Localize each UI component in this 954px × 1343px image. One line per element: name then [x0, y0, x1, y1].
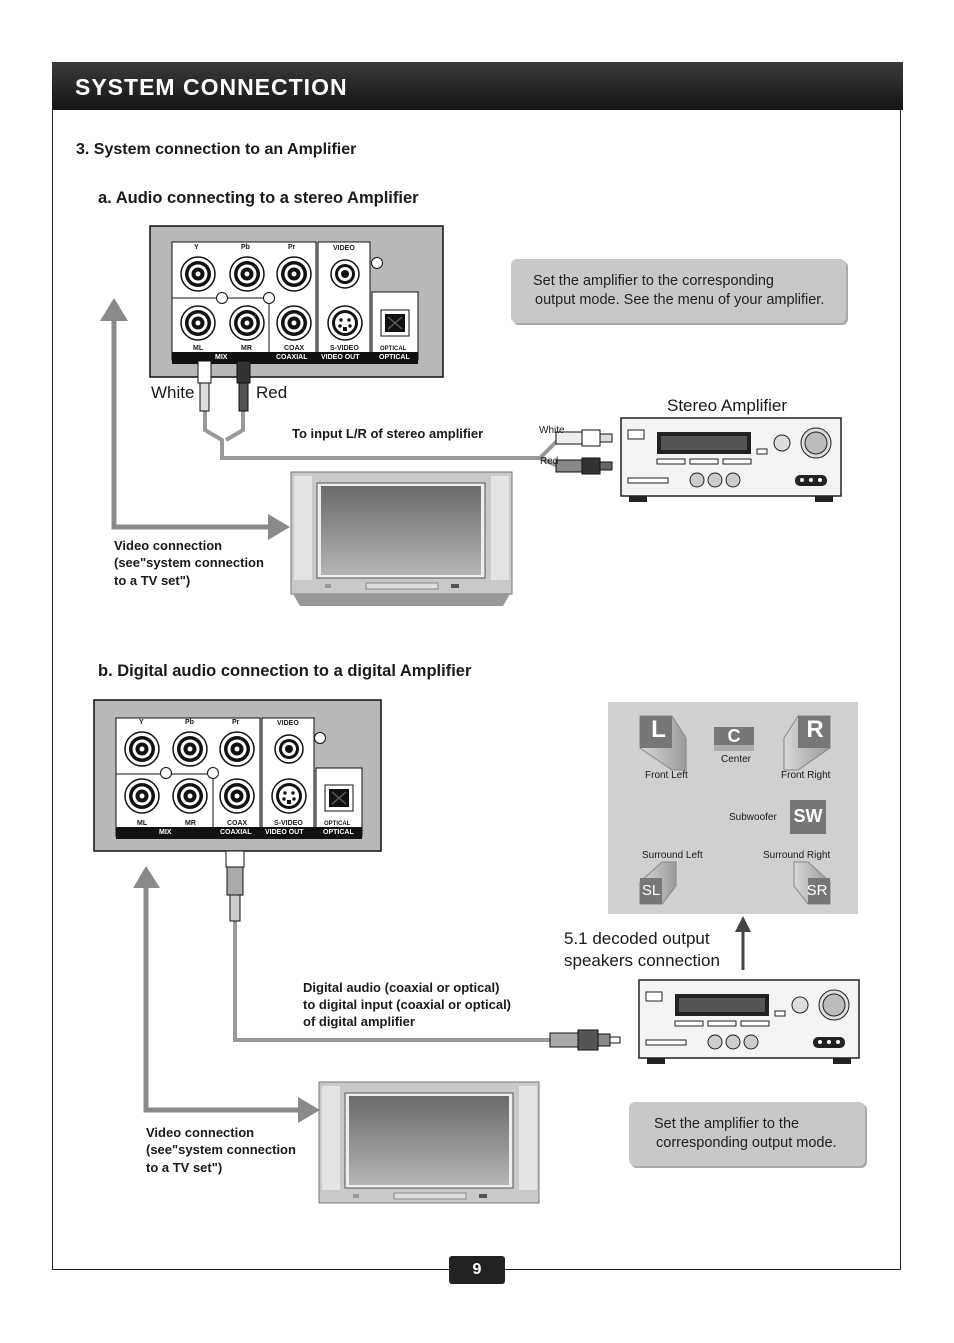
- header-bar: SYSTEM CONNECTION: [52, 62, 903, 110]
- digital-audio-line1: Digital audio (coaxial or optical): [303, 980, 500, 995]
- digital-audio-line2: to digital input (coaxial or optical): [303, 997, 512, 1012]
- digital-amplifier: [638, 979, 860, 1064]
- plug-white-amp: [555, 429, 613, 447]
- panel-a-label-coax: COAX: [284, 345, 305, 352]
- back-panel-b: [93, 699, 382, 852]
- stereo-amplifier: [620, 417, 842, 502]
- panel-a-label-video-out: VIDEO OUT: [321, 354, 360, 361]
- panel-a-label-video: VIDEO: [333, 245, 355, 252]
- panel-b-label-y: Y: [139, 719, 144, 726]
- page-title: SYSTEM CONNECTION: [75, 74, 348, 100]
- panel-a-label-pr: Pr: [288, 244, 296, 251]
- panel-b-label-video-out: VIDEO OUT: [265, 829, 304, 836]
- speaker-front-left-icon: [639, 715, 687, 771]
- plug-red-amp: [555, 457, 613, 475]
- part-b-note-line2: corresponding output mode.: [656, 1135, 837, 1151]
- part-b-note-box: Set the amplifier to the corresponding o…: [629, 1102, 865, 1166]
- speaker-r-letter: R: [806, 716, 824, 743]
- video-connection-b-line1: Video connection: [146, 1125, 255, 1140]
- speaker-sr-letter: SR: [806, 882, 828, 899]
- input-lr-label: To input L/R of stereo amplifier: [292, 426, 484, 441]
- panel-a-label-optical-small: OPTICAL: [380, 346, 407, 352]
- panel-b-label-optical: OPTICAL: [323, 829, 354, 836]
- back-panel-a: [149, 225, 444, 378]
- part-a-note-line2: output mode. See the menu of your amplif…: [535, 292, 825, 308]
- part-b-note-line1: Set the amplifier to the: [654, 1116, 800, 1132]
- speaker-surround-left-icon: [639, 861, 677, 905]
- subwoofer-icon: [790, 800, 826, 834]
- speaker-sl-letter: SL: [641, 882, 661, 899]
- speaker-sw-letter: SW: [793, 806, 823, 826]
- video-connection-b-line2: (see"system connection: [146, 1142, 296, 1157]
- plug-red-label: Red: [540, 456, 559, 467]
- speaker-center-icon: [714, 727, 754, 751]
- panel-a-label-optical: OPTICAL: [379, 354, 410, 361]
- decoded-output-line2: speakers connection: [564, 951, 720, 970]
- tv-a: [290, 471, 513, 606]
- surround-left-label: Surround Left: [642, 850, 703, 861]
- panel-a-label-ml: ML: [193, 345, 204, 352]
- front-left-label: Front Left: [645, 770, 688, 781]
- panel-b-label-svideo: S-VIDEO: [274, 820, 303, 827]
- plug-white-label: White: [539, 425, 565, 436]
- part-a-heading: a. Audio connecting to a stereo Amplifie…: [98, 189, 419, 207]
- panel-b-label-coaxial: COAXIAL: [220, 829, 252, 836]
- white-label: White: [151, 383, 195, 402]
- coax-plug-amp: [549, 1029, 621, 1051]
- panel-b-label-coax: COAX: [227, 820, 248, 827]
- panel-b-label-pb: Pb: [185, 719, 194, 726]
- video-connection-a-line1: Video connection: [114, 538, 223, 553]
- video-connection-b-line3: to a TV set"): [146, 1160, 223, 1175]
- panel-b-label-mix: MIX: [159, 829, 172, 836]
- speaker-c-letter: C: [727, 726, 741, 746]
- speaker-surround-right-icon: [793, 861, 831, 905]
- panel-b-label-ml: ML: [137, 820, 148, 827]
- panel-b-label-pr: Pr: [232, 719, 240, 726]
- decoded-output-line1: 5.1 decoded output: [564, 929, 710, 948]
- speaker-l-letter: L: [651, 716, 666, 743]
- part-b-heading: b. Digital audio connection to a digital…: [98, 662, 472, 680]
- panel-b-label-optical-small: OPTICAL: [324, 821, 351, 827]
- panel-a-label-mix: MIX: [215, 354, 228, 361]
- section-heading: 3. System connection to an Amplifier: [76, 141, 357, 158]
- panel-a-label-coaxial: COAXIAL: [276, 354, 308, 361]
- panel-b-label-video: VIDEO: [277, 720, 299, 727]
- tv-b: [318, 1081, 540, 1204]
- red-label: Red: [256, 383, 288, 402]
- speaker-front-right-icon: [783, 715, 831, 771]
- panel-b-label-mr: MR: [185, 820, 196, 827]
- panel-a-label-svideo: S-VIDEO: [330, 345, 359, 352]
- front-right-label: Front Right: [781, 770, 831, 781]
- center-label: Center: [721, 754, 752, 765]
- video-connection-a-line2: (see"system connection: [114, 555, 264, 570]
- subwoofer-label: Subwoofer: [729, 812, 777, 823]
- panel-a-label-y: Y: [194, 244, 199, 251]
- stereo-amp-label: Stereo Amplifier: [667, 396, 787, 415]
- video-connection-a-line3: to a TV set"): [114, 573, 191, 588]
- coax-plug-b: [225, 850, 245, 922]
- surround-right-label: Surround Right: [763, 850, 831, 861]
- page-number: 9: [449, 1256, 505, 1284]
- part-a-note-line1: Set the amplifier to the corresponding: [533, 273, 774, 289]
- plug-white-a: [197, 360, 212, 412]
- panel-a-label-pb: Pb: [241, 244, 250, 251]
- panel-a-label-mr: MR: [241, 345, 252, 352]
- plug-red-a: [236, 360, 251, 412]
- digital-audio-line3: of digital amplifier: [303, 1014, 415, 1029]
- part-a-note-box: Set the amplifier to the corresponding o…: [511, 259, 846, 323]
